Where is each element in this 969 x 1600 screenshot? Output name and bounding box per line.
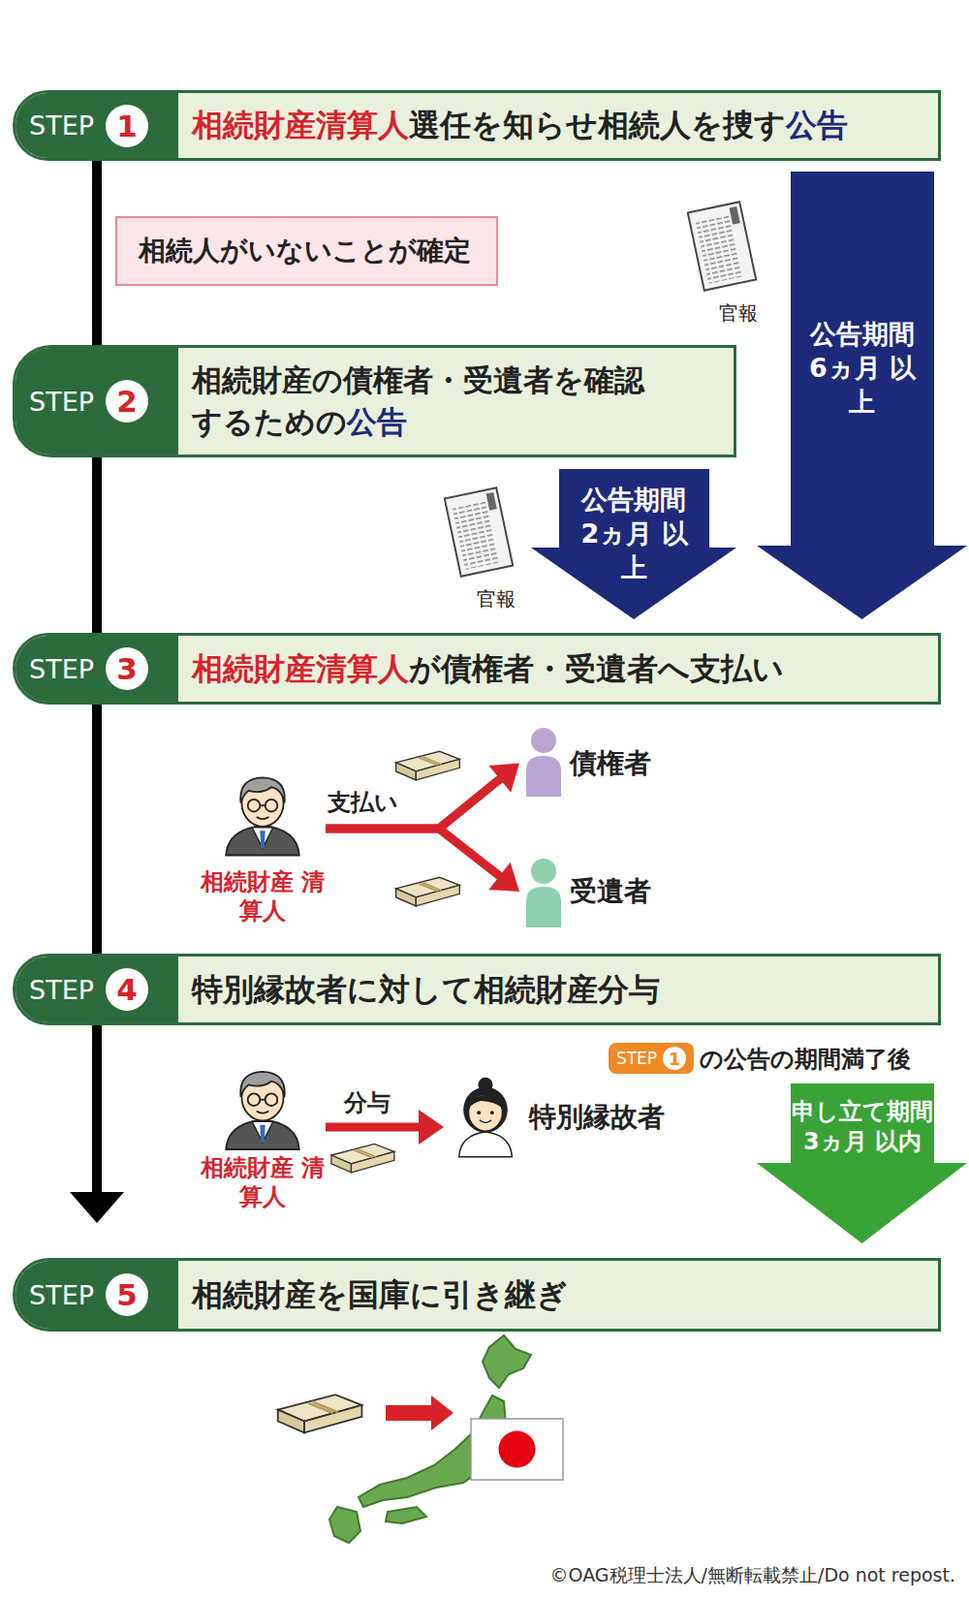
note-box: 相続人がいないことが確定 — [115, 216, 499, 286]
node-text: 選任を知らせ相続人を捜す — [408, 106, 786, 144]
period-arrow: 公告期間 2ヵ月 以上 — [531, 468, 737, 620]
person-label: 受遺者 — [521, 857, 656, 926]
person-figure: 相続財産 清算人 — [199, 1065, 326, 1212]
node-text: 2 — [105, 379, 149, 423]
node-text: 特別縁故者 — [529, 1098, 665, 1136]
step-title-area: 相続財産清算人が債権者・受遺者へ支払い — [178, 635, 798, 702]
step-band: STEP 4 特別縁故者に対して相続財産分与 — [12, 953, 941, 1026]
node-text: 公告期間 6ヵ月 以上 — [805, 316, 921, 419]
node-text: STEP — [29, 386, 94, 417]
node-text: 相続財産 清算人 — [199, 1153, 326, 1212]
connector — [96, 457, 98, 633]
step-title: 特別縁故者に対して相続財産分与 — [191, 968, 660, 1012]
person-label: 債権者 — [521, 726, 656, 800]
connector — [96, 704, 98, 954]
arrow-text: 申し立て期間 3ヵ月 以内 — [790, 1096, 935, 1157]
node-text: STEP — [29, 654, 94, 685]
node-text: 相続財産の債権者・受遺者を確認するための — [191, 362, 645, 439]
connector — [325, 828, 520, 892]
node-text: STEP — [29, 1280, 94, 1311]
step-title-area: 相続財産清算人選任を知らせ相続人を捜す公告 — [178, 93, 862, 158]
node-text: 相続財産清算人 — [191, 106, 409, 144]
period-arrow: 公告期間 6ヵ月 以上 — [756, 171, 968, 620]
source-label: 官報 — [476, 586, 516, 613]
arrow-head — [69, 1191, 125, 1223]
note-text: の公告の期間満了後 — [699, 1043, 911, 1075]
node-text: STEP — [616, 1048, 657, 1068]
connector-label: 支払い — [325, 786, 401, 818]
connector — [96, 160, 98, 345]
node-text: 公告 — [785, 106, 848, 144]
node-text: 債権者 — [569, 745, 652, 782]
connector — [325, 763, 520, 830]
step-title: 相続財産清算人が債権者・受遺者へ支払い — [191, 647, 784, 691]
step-title: 相続財産を国庫に引き継ぎ — [191, 1273, 568, 1317]
node-text: 相続人がいないことが確定 — [138, 232, 471, 270]
step-tab: STEP 1 — [15, 93, 179, 158]
arrow-fill — [531, 468, 737, 620]
node-text: 5 — [105, 1273, 149, 1316]
node-text: 1 — [662, 1046, 687, 1070]
arrow-head — [488, 763, 520, 793]
step-title-area: 特別縁故者に対して相続財産分与 — [178, 956, 674, 1023]
node-text: 3 — [105, 647, 149, 690]
step-band: STEP 5 相続財産を国庫に引き継ぎ — [12, 1257, 941, 1332]
step-band: STEP 3 相続財産清算人が債権者・受遺者へ支払い — [12, 632, 941, 705]
connector-line — [92, 457, 102, 633]
arrow-fill — [756, 171, 968, 620]
step-title-area: 相続財産の債権者・受遺者を確認するための公告 — [178, 347, 676, 455]
node-text: 相続財産 清算人 — [199, 867, 326, 926]
step-badge: STEP1 — [608, 1042, 694, 1074]
step-tab: STEP 2 — [15, 347, 179, 455]
arrow-head — [488, 862, 520, 892]
arrow-fill — [756, 1083, 968, 1244]
step-tab: STEP 4 — [15, 956, 179, 1023]
source-label: 官報 — [718, 300, 758, 327]
connector-line — [92, 1025, 102, 1194]
node-text: 受遺者 — [569, 873, 652, 910]
node-text: 4 — [105, 968, 149, 1011]
person-label: 特別縁故者 — [445, 1065, 669, 1169]
node-text: 特別縁故者に対して相続財産分与 — [191, 970, 660, 1008]
node-text: 相続財産を国庫に引き継ぎ — [191, 1276, 568, 1313]
node-text: 相続財産清算人 — [191, 650, 409, 688]
node-text: 申し立て期間 3ヵ月 以内 — [791, 1096, 934, 1157]
node-text: が債権者・受遺者へ支払い — [408, 650, 784, 688]
node-text: 公告期間 2ヵ月 以上 — [576, 482, 692, 585]
node-text: 公告 — [346, 404, 407, 439]
step-title: 相続財産の債権者・受遺者を確認するための公告 — [191, 359, 662, 444]
step-tab: STEP 3 — [15, 635, 179, 702]
connector — [69, 1025, 125, 1223]
connector-line — [325, 1123, 421, 1132]
copyright-note: ©OAG税理士法人/無断転載禁止/Do not repost. — [550, 1562, 956, 1589]
node-text: STEP — [29, 110, 94, 141]
connector-line — [92, 160, 102, 345]
arrow-head — [418, 1109, 444, 1145]
period-arrow: 申し立て期間 3ヵ月 以内 — [756, 1083, 968, 1244]
step-band: STEP 2 相続財産の債権者・受遺者を確認するための公告 — [12, 344, 737, 458]
step-title: 相続財産清算人選任を知らせ相続人を捜す公告 — [191, 103, 848, 148]
node-text: 1 — [105, 104, 149, 148]
node-text: STEP — [29, 974, 94, 1005]
step-tab: STEP 5 — [15, 1260, 179, 1329]
connector-line — [325, 828, 501, 877]
step-title-area: 相続財産を国庫に引き継ぎ — [178, 1260, 582, 1329]
connector-line — [325, 778, 501, 829]
arrow-text: 公告期間 2ヵ月 以上 — [559, 482, 710, 585]
person-figure: 相続財産 清算人 — [199, 759, 326, 926]
arrow-text: 公告期間 6ヵ月 以上 — [790, 316, 935, 419]
connector-label: 分与 — [342, 1087, 393, 1119]
step-band: STEP 1 相続財産清算人選任を知らせ相続人を捜す公告 — [12, 90, 941, 161]
connector-line — [92, 704, 102, 954]
